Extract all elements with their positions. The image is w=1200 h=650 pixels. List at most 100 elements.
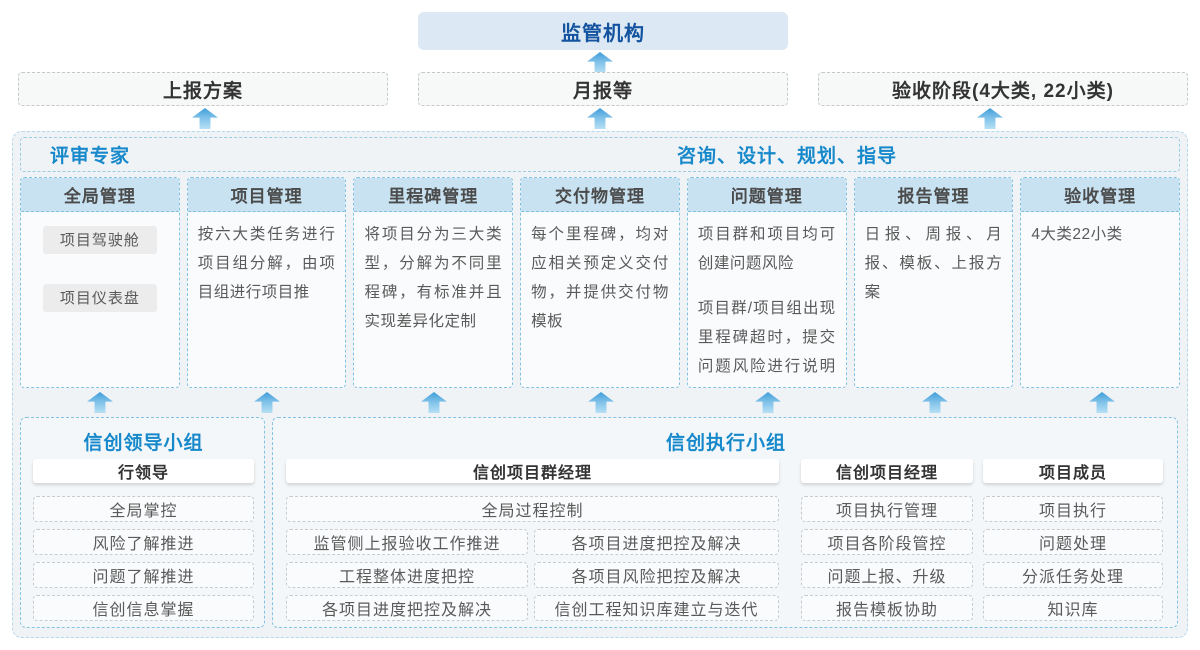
task-item: 全局掌控 <box>33 496 254 522</box>
column-body: 4大类22小类 <box>1021 212 1179 387</box>
management-columns: 全局管理 项目驾驶舱 项目仪表盘 项目管理 按六大类任务进行项目组分解，由项目组… <box>20 177 1181 388</box>
feature-pill: 项目仪表盘 <box>43 284 157 312</box>
column-body: 日报、周报、月报、模板、上报方案 <box>855 212 1013 387</box>
regulator-label: 监管机构 <box>561 22 645 45</box>
task-label: 问题了解推进 <box>92 569 195 586</box>
column-description: 将项目分为三大类型，分解为不同里程碑，有标准并且实现差异化定制 <box>364 226 503 330</box>
column-description: 项目群和项目均可创建问题风险 <box>697 226 836 272</box>
task-label: 各项目进度把控及解决 <box>321 602 492 619</box>
task-label: 全局掌控 <box>109 503 178 520</box>
report-box-plan: 上报方案 <box>18 72 388 106</box>
column-title: 问题管理 <box>687 178 846 212</box>
column-title: 全局管理 <box>21 178 179 212</box>
report-box-label: 上报方案 <box>162 80 243 102</box>
management-column-global: 全局管理 项目驾驶舱 项目仪表盘 <box>20 177 180 388</box>
task-label: 监管侧上报验收工作推进 <box>313 536 501 553</box>
task-label: 各项目进度把控及解决 <box>571 536 742 553</box>
task-item: 问题了解推进 <box>33 562 254 588</box>
task-item: 各项目进度把控及解决 <box>534 529 779 555</box>
role-label: 信创项目经理 <box>835 465 938 482</box>
task-item: 各项目进度把控及解决 <box>286 595 528 621</box>
report-box-acceptance: 验收阶段(4大类, 22小类) <box>818 72 1188 106</box>
column-title: 报告管理 <box>854 178 1013 212</box>
regulator-box: 监管机构 <box>418 12 788 50</box>
experts-strip <box>20 137 1180 172</box>
exec-group-title: 信创执行小组 <box>273 426 1179 456</box>
task-label: 报告模板协助 <box>835 602 938 619</box>
consult-label: 咨询、设计、规划、指导 <box>677 137 897 172</box>
leader-group: 信创领导小组 行领导 全局掌控 风险了解推进 问题了解推进 信创信息掌握 <box>20 417 265 628</box>
report-box-monthly: 月报等 <box>418 72 788 106</box>
leader-group-title: 信创领导小组 <box>21 426 266 456</box>
role-header-program-manager: 信创项目群经理 <box>286 459 779 483</box>
task-item: 信创信息掌握 <box>33 595 254 621</box>
task-item: 全局过程控制 <box>286 496 779 522</box>
task-label: 风险了解推进 <box>92 536 195 553</box>
column-title: 里程碑管理 <box>354 178 513 212</box>
task-item: 项目执行 <box>983 496 1163 522</box>
column-description: 项目群/项目组出现里程碑超时，提交问题风险进行说明和解决 <box>697 300 836 375</box>
experts-label-text: 评审专家 <box>50 146 131 167</box>
task-item: 项目各阶段管控 <box>801 529 973 555</box>
task-label: 问题处理 <box>1038 536 1107 553</box>
task-item: 知识库 <box>983 595 1163 621</box>
column-body: 将项目分为三大类型，分解为不同里程碑，有标准并且实现差异化定制 <box>354 212 512 387</box>
exec-group: 信创执行小组 信创项目群经理 全局过程控制 监管侧上报验收工作推进 工程整体进度… <box>272 417 1178 628</box>
task-item: 风险了解推进 <box>33 529 254 555</box>
management-column-acceptance: 验收管理 4大类22小类 <box>1020 177 1181 388</box>
task-label: 知识库 <box>1047 602 1099 619</box>
management-column-report: 报告管理 日报、周报、月报、模板、上报方案 <box>853 177 1014 388</box>
task-item: 问题上报、升级 <box>801 562 973 588</box>
up-arrow-icon <box>587 108 613 129</box>
experts-label: 评审专家 <box>50 137 130 172</box>
task-item: 工程整体进度把控 <box>286 562 528 588</box>
task-label: 问题上报、升级 <box>827 569 947 586</box>
task-item: 问题处理 <box>983 529 1163 555</box>
up-arrow-icon <box>587 52 613 73</box>
role-label: 行领导 <box>117 465 169 482</box>
management-column-issue: 问题管理 项目群和项目均可创建问题风险 项目群/项目组出现里程碑超时，提交问题风… <box>686 177 847 388</box>
task-label: 各项目风险把控及解决 <box>571 569 742 586</box>
consult-label-text: 咨询、设计、规划、指导 <box>677 146 898 167</box>
task-item: 项目执行管理 <box>801 496 973 522</box>
task-label: 分派任务处理 <box>1021 569 1124 586</box>
column-body: 按六大类任务进行项目组分解，由项目组进行项目推 <box>188 212 346 387</box>
task-item: 监管侧上报验收工作推进 <box>286 529 528 555</box>
report-box-label: 验收阶段(4大类, 22小类) <box>892 80 1114 102</box>
column-body: 项目驾驶舱 项目仪表盘 <box>21 212 179 387</box>
task-label: 项目执行管理 <box>835 503 938 520</box>
group-title-text: 信创执行小组 <box>665 432 786 454</box>
column-title: 项目管理 <box>187 178 346 212</box>
feature-pill: 项目驾驶舱 <box>43 226 157 254</box>
role-label: 信创项目群经理 <box>472 465 592 482</box>
task-item: 各项目风险把控及解决 <box>534 562 779 588</box>
role-header-project-member: 项目成员 <box>983 459 1163 483</box>
role-label: 项目成员 <box>1038 465 1107 482</box>
column-description: 日报、周报、月报、模板、上报方案 <box>864 226 1003 301</box>
column-title: 交付物管理 <box>521 178 679 212</box>
task-item: 报告模板协助 <box>801 595 973 621</box>
up-arrow-icon <box>192 108 218 129</box>
up-arrow-icon <box>977 108 1003 129</box>
task-label: 项目执行 <box>1038 503 1107 520</box>
report-box-label: 月报等 <box>572 80 633 102</box>
column-title: 验收管理 <box>1021 178 1180 212</box>
column-description: 4大类22小类 <box>1031 226 1123 243</box>
task-label: 工程整体进度把控 <box>338 569 475 586</box>
column-description: 每个里程碑，均对应相关预定义交付物，并提供交付物模板 <box>531 226 669 330</box>
group-title-text: 信创领导小组 <box>83 432 204 454</box>
task-item: 信创工程知识库建立与迭代 <box>534 595 779 621</box>
column-body: 每个里程碑，均对应相关预定义交付物，并提供交付物模板 <box>521 212 679 387</box>
management-column-project: 项目管理 按六大类任务进行项目组分解，由项目组进行项目推 <box>186 177 347 388</box>
task-label: 信创信息掌握 <box>92 602 195 619</box>
management-column-milestone: 里程碑管理 将项目分为三大类型，分解为不同里程碑，有标准并且实现差异化定制 <box>353 177 514 388</box>
task-label: 信创工程知识库建立与迭代 <box>554 602 759 619</box>
task-item: 分派任务处理 <box>983 562 1163 588</box>
management-column-deliverable: 交付物管理 每个里程碑，均对应相关预定义交付物，并提供交付物模板 <box>520 177 680 388</box>
column-description: 按六大类任务进行项目组分解，由项目组进行项目推 <box>197 226 336 301</box>
column-body: 项目群和项目均可创建问题风险 项目群/项目组出现里程碑超时，提交问题风险进行说明… <box>688 212 846 387</box>
role-header-bank-leader: 行领导 <box>33 459 254 483</box>
task-label: 全局过程控制 <box>481 503 584 520</box>
role-header-project-manager: 信创项目经理 <box>801 459 973 483</box>
